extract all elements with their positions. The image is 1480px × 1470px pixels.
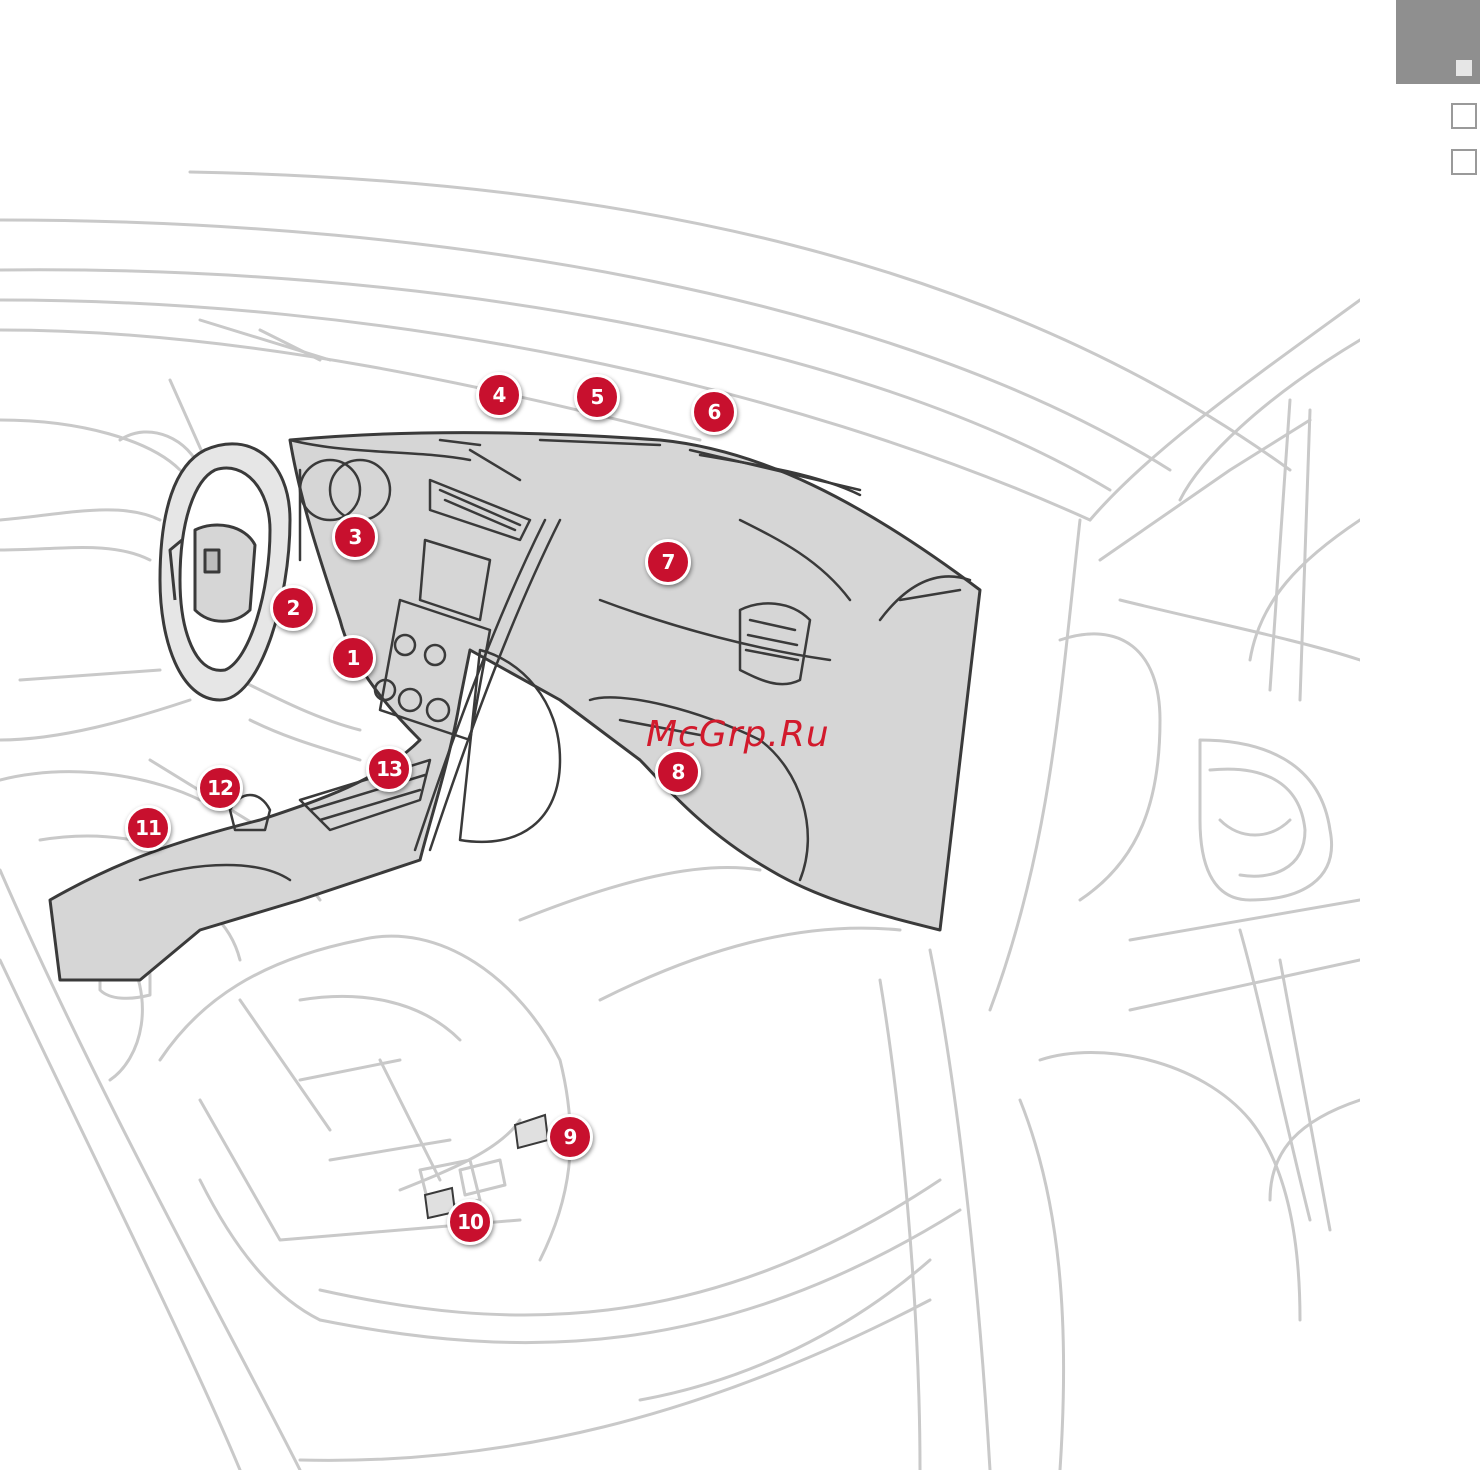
callout-11: 11 — [125, 805, 171, 851]
callout-2: 2 — [270, 585, 316, 631]
callout-10: 10 — [447, 1199, 493, 1245]
callout-8: 8 — [655, 749, 701, 795]
callout-1: 1 — [330, 635, 376, 681]
callout-13: 13 — [366, 746, 412, 792]
callout-3: 3 — [332, 514, 378, 560]
callout-4: 4 — [476, 372, 522, 418]
chapter-index-box — [1451, 149, 1477, 175]
callout-6: 6 — [691, 389, 737, 435]
callout-5: 5 — [574, 374, 620, 420]
watermark: McGrp.Ru — [646, 714, 830, 755]
callout-9: 9 — [547, 1114, 593, 1160]
callout-12: 12 — [197, 765, 243, 811]
chapter-index-box — [1451, 103, 1477, 129]
chapter-tab-marker-icon — [1456, 60, 1472, 76]
vehicle-interior-illustration — [0, 170, 1360, 1470]
callout-7: 7 — [645, 539, 691, 585]
